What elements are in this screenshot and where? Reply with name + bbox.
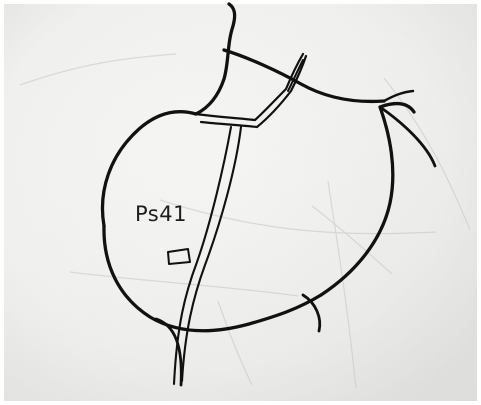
paper-shadow bbox=[4, 4, 477, 401]
sketch-label: Ps41 bbox=[135, 202, 187, 226]
